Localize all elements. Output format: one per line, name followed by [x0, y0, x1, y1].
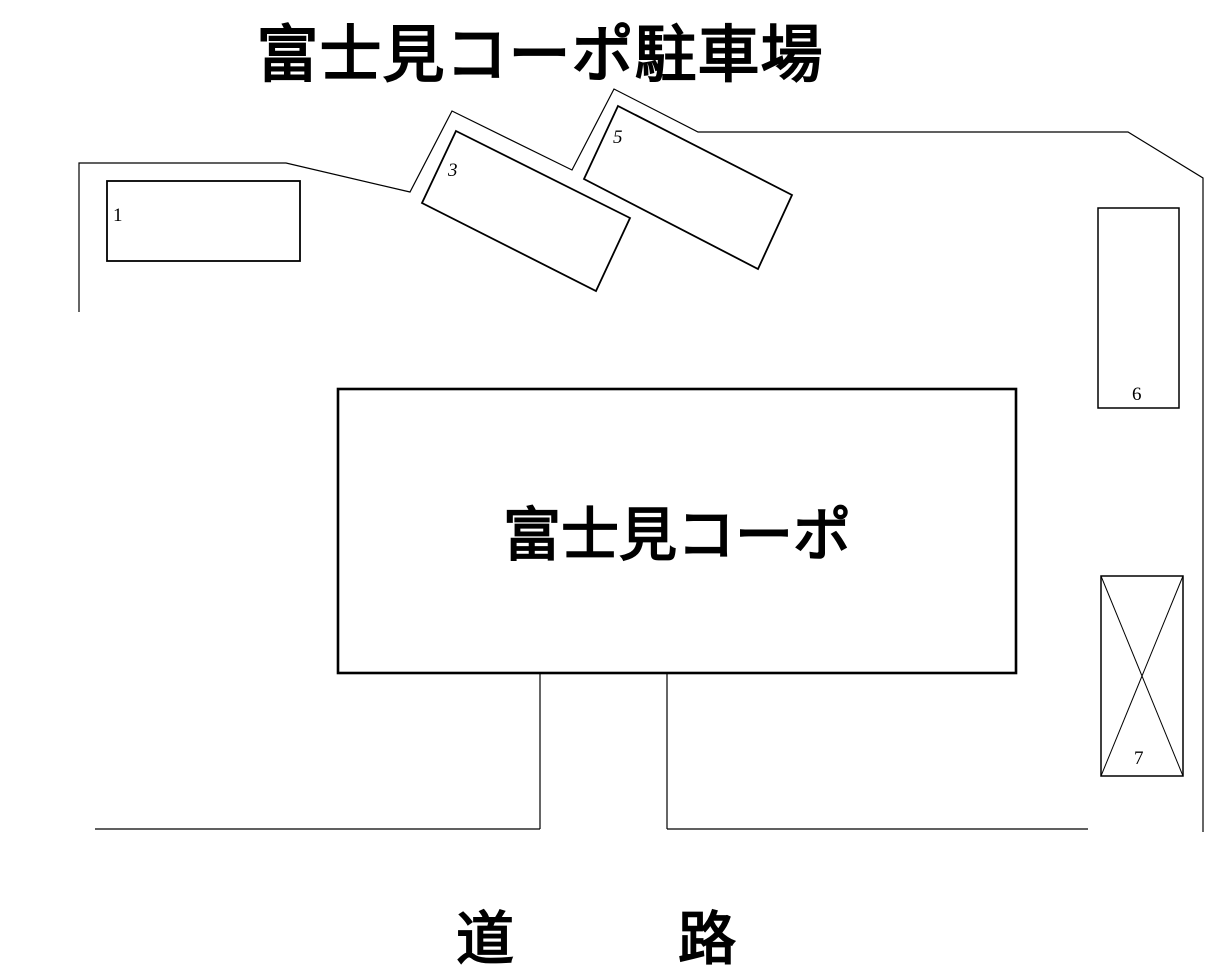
boundary-top-left — [78, 88, 1204, 832]
road-label-part1: 道 — [456, 905, 515, 973]
parking-space-6-number: 6 — [1132, 384, 1142, 405]
page-title: 富士見コーポ駐車場 — [256, 18, 824, 91]
parking-space-7-cross-b — [1100, 575, 1184, 777]
parking-space-7[interactable]: 7 — [1100, 575, 1184, 777]
parking-space-3-outline — [420, 129, 632, 293]
parking-space-1-number: 1 — [113, 205, 123, 226]
parking-space-7-outline — [1100, 575, 1184, 777]
parking-space-5[interactable]: 5 — [582, 104, 794, 271]
parking-space-1[interactable]: 1 — [106, 180, 301, 262]
parking-space-6-outline — [1097, 207, 1180, 409]
building-outline — [336, 387, 1018, 675]
lot-boundary — [78, 88, 1204, 832]
road-label-part2: 路 — [678, 905, 737, 973]
parking-space-6[interactable]: 6 — [1097, 207, 1180, 409]
parking-space-3[interactable]: 3 — [420, 129, 632, 293]
parking-space-1-outline — [106, 180, 301, 262]
parking-space-7-number: 7 — [1134, 748, 1144, 769]
parking-space-5-outline — [582, 104, 794, 271]
building-label: 富士見コーポ — [502, 501, 851, 569]
parking-space-3-number: 3 — [447, 160, 458, 181]
parking-space-5-number: 5 — [613, 127, 623, 148]
